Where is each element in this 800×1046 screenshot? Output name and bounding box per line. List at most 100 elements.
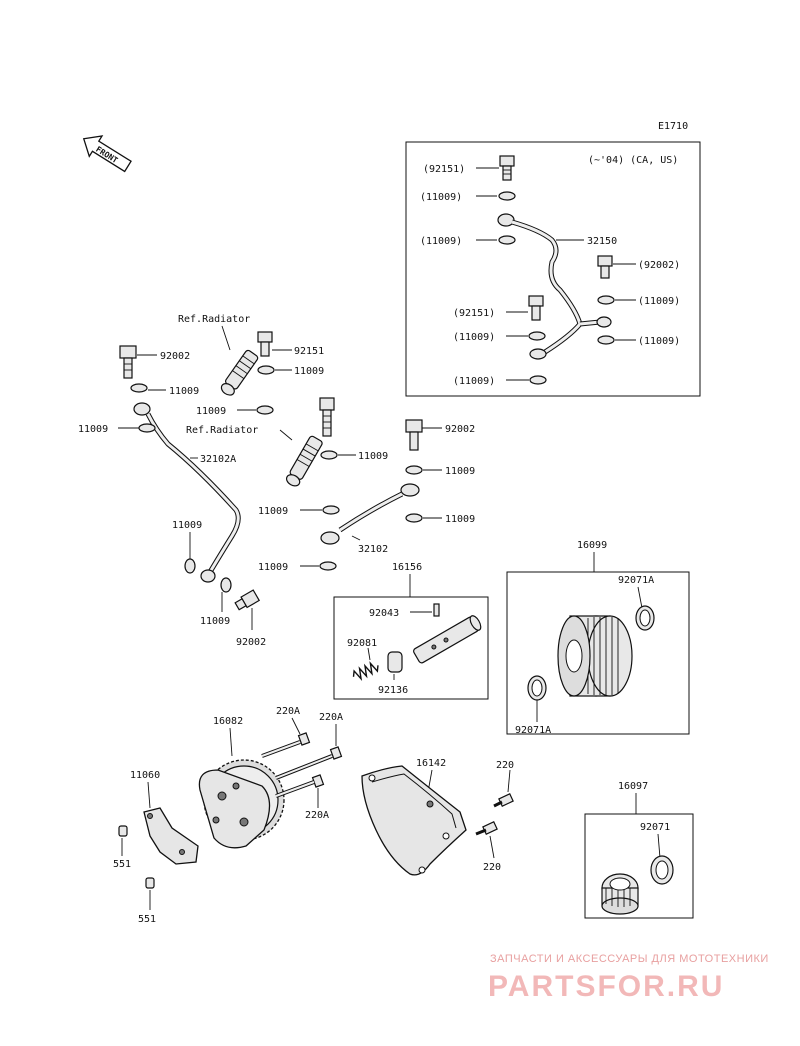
washer-icon [597, 295, 615, 305]
label-11009-h: 11009 [445, 466, 475, 477]
washer-icon [184, 558, 196, 574]
label-11009-d: 11009 [200, 616, 230, 627]
bracket-plate-icon [143, 807, 199, 865]
label-92043: 92043 [369, 608, 399, 619]
variant-box [405, 141, 701, 397]
label-92136: 92136 [378, 685, 408, 696]
label-92081: 92081 [347, 638, 377, 649]
label-16142: 16142 [416, 758, 446, 769]
label-92002-b: 92002 [236, 637, 266, 648]
oil-pump-cover-icon [361, 765, 467, 876]
label-11009-k: 11009 [258, 562, 288, 573]
washer-icon [405, 513, 423, 523]
label-11060: 11060 [130, 770, 160, 781]
label-220A-a: 220A [276, 706, 300, 717]
washer-icon [529, 375, 547, 385]
label-92071A-a: 92071A [618, 575, 654, 586]
label-551-b: 551 [138, 914, 156, 925]
dowel-pin-icon [118, 825, 128, 837]
oil-filter-box [506, 571, 690, 735]
label-220-a: 220 [496, 760, 514, 771]
oil-screen-box [584, 813, 694, 919]
washer-icon [138, 423, 156, 433]
label-11009-g: 11009 [358, 451, 388, 462]
washer-icon [322, 505, 340, 515]
label-11009-j: 11009 [445, 514, 475, 525]
oil-pipe-32102a-icon [133, 402, 241, 583]
label-11009-box5: (11009) [638, 336, 680, 347]
washer-icon [597, 335, 615, 345]
label-16099: 16099 [577, 540, 607, 551]
banjo-bolt-icon [119, 345, 137, 379]
spring-icon [635, 605, 655, 631]
label-32102A: 32102A [200, 454, 236, 465]
banjo-bolt-icon [528, 295, 544, 321]
washer-icon [257, 365, 275, 375]
oil-pipe-32150-icon [497, 213, 612, 360]
label-92071A-b: 92071A [515, 725, 551, 736]
spring-icon [527, 675, 547, 701]
bolt-220A-icon [275, 746, 343, 780]
watermark-subtitle: ЗАПЧАСТИ И АКСЕССУАРЫ ДЛЯ МОТОТЕХНИКИ [490, 953, 769, 965]
o-ring-icon [650, 855, 674, 885]
watermark-brand: PARTSFOR.RU [488, 970, 724, 1003]
washer-icon [319, 561, 337, 571]
oil-filter-icon [557, 615, 633, 697]
label-11009-box4: (11009) [453, 332, 495, 343]
label-92151: 92151 [294, 346, 324, 357]
label-16082: 16082 [213, 716, 243, 727]
ref-radiator-1: Ref.Radiator [178, 314, 250, 325]
label-220-b: 220 [483, 862, 501, 873]
oil-screen-icon [601, 873, 639, 915]
label-11009-b: 11009 [78, 424, 108, 435]
banjo-bolt-icon [319, 397, 335, 437]
label-11009-box2: (11009) [420, 236, 462, 247]
label-92002-a: 92002 [160, 351, 190, 362]
banjo-bolt-icon [405, 419, 423, 451]
label-92151-box: (92151) [423, 164, 465, 175]
washer-icon [256, 405, 274, 415]
washer-icon [220, 577, 232, 593]
bolt-220A-icon [275, 774, 325, 798]
front-arrow-icon: FRONT [82, 135, 132, 173]
label-92002-c: 92002 [445, 424, 475, 435]
bolt-220A-icon [261, 732, 311, 758]
variant-note: (~'04) (CA, US) [588, 155, 678, 166]
label-11009-box3: (11009) [638, 296, 680, 307]
dowel-pin-icon [145, 877, 155, 889]
label-16156: 16156 [392, 562, 422, 573]
banjo-bolt-icon [257, 331, 273, 357]
relief-valve-box [333, 596, 489, 700]
radiator-hose-fitting-icon [220, 349, 259, 396]
washer-icon [130, 383, 148, 393]
label-11009-box1: (11009) [420, 192, 462, 203]
label-551-a: 551 [113, 859, 131, 870]
relief-valve-icon [413, 615, 482, 664]
label-220A-b: 220A [319, 712, 343, 723]
washer-icon [405, 465, 423, 475]
bolt-220-icon [475, 821, 498, 836]
label-11009-c: 11009 [172, 520, 202, 531]
label-11009-box6: (11009) [453, 376, 495, 387]
oil-pipe-32102-icon [320, 483, 420, 545]
label-220A-c: 220A [305, 810, 329, 821]
valve-piston-icon [387, 651, 403, 673]
oil-pump-icon [198, 759, 285, 849]
diagram-code: E1710 [658, 121, 688, 132]
washer-icon [498, 191, 516, 201]
washer-icon [528, 331, 546, 341]
label-16097: 16097 [618, 781, 648, 792]
ref-radiator-2: Ref.Radiator [186, 425, 258, 436]
label-32102: 32102 [358, 544, 388, 555]
label-11009-f: 11009 [196, 406, 226, 417]
radiator-hose-fitting-icon [285, 435, 323, 487]
washer-icon [498, 235, 516, 245]
label-11009-e: 11009 [294, 366, 324, 377]
banjo-bolt-icon [234, 589, 261, 611]
label-92071: 92071 [640, 822, 670, 833]
label-11009-a: 11009 [169, 386, 199, 397]
label-32150: 32150 [587, 236, 617, 247]
banjo-bolt-icon [597, 255, 613, 279]
pin-icon [433, 603, 440, 617]
